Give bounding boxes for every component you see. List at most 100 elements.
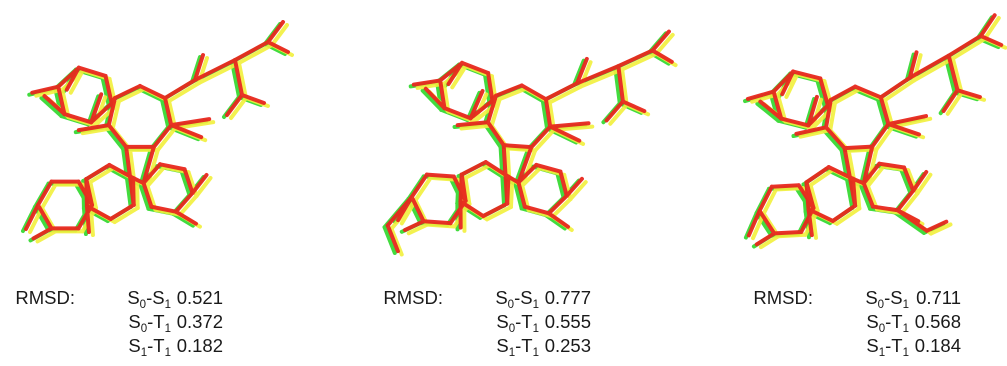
bond-line <box>481 201 510 219</box>
bond-line <box>791 69 823 81</box>
bond-line <box>62 112 94 125</box>
bond-line <box>138 146 153 188</box>
rmsd-row: S1-T1 0.182 <box>0 334 223 359</box>
bond-line <box>458 199 463 230</box>
rmsd-row: RMSD: S0-S1 0.521 <box>0 286 223 311</box>
bond-line <box>546 211 570 229</box>
molecule-structure <box>743 13 1007 250</box>
bond-line <box>650 29 671 53</box>
molecule-overlay-1 <box>21 20 294 244</box>
bond-line <box>40 182 58 210</box>
bond-line <box>882 78 916 103</box>
bond-line <box>233 58 244 97</box>
bond-line <box>141 181 154 209</box>
bond-line <box>804 165 831 185</box>
bond-line <box>654 32 675 56</box>
bond-line <box>36 179 54 207</box>
rmsd-value: 0.372 <box>176 311 223 332</box>
bond-line <box>89 101 114 125</box>
rmsd-value: 0.253 <box>544 335 591 356</box>
bond-line <box>828 84 858 102</box>
bond-line <box>772 230 804 236</box>
bond-line <box>878 75 912 100</box>
bond-line <box>548 124 582 143</box>
bond-line <box>194 175 213 198</box>
bond-line <box>839 148 855 210</box>
bond-line <box>89 92 104 125</box>
bond-line <box>578 67 625 89</box>
bond-line <box>497 86 528 101</box>
bond-line <box>555 171 566 200</box>
bond-line <box>88 166 116 185</box>
bond-line <box>163 96 174 128</box>
bond-line <box>486 71 495 103</box>
state-pair: S0-S1 <box>865 287 909 311</box>
bond-line <box>955 88 982 100</box>
rmsd-value: 0.568 <box>914 311 961 332</box>
bond-line <box>534 162 563 174</box>
bond-line <box>462 202 467 233</box>
bond-line <box>138 84 168 101</box>
rmsd-row: S1-T1 0.253 <box>368 334 591 359</box>
bond-line <box>874 124 895 152</box>
bond-line <box>878 95 891 127</box>
state-pair: S0-T1 <box>128 311 171 335</box>
bond-line <box>543 81 580 102</box>
bond-line <box>899 167 913 195</box>
bond-line <box>806 103 830 128</box>
bond-line <box>485 204 513 222</box>
bond-line <box>761 187 778 216</box>
bond-line <box>459 160 488 177</box>
bond-line <box>35 229 58 244</box>
bond-line <box>494 96 502 106</box>
bond-line <box>810 210 818 240</box>
bond-line <box>108 202 136 221</box>
bond-line <box>616 48 655 69</box>
bond-line <box>402 219 426 233</box>
bond-line <box>808 167 835 188</box>
bond-line <box>522 204 551 216</box>
bond-line <box>88 207 95 238</box>
bond-line <box>945 91 964 116</box>
bond-line <box>892 210 926 235</box>
bond-line <box>31 226 54 241</box>
bond-line <box>529 124 553 150</box>
bond-line <box>620 99 647 114</box>
bond-line <box>982 15 1001 41</box>
bond-line <box>193 58 237 82</box>
bond-line <box>571 58 586 88</box>
bond-line <box>754 231 777 247</box>
bond-line <box>895 188 916 213</box>
bond-line <box>411 78 443 87</box>
bond-line <box>865 147 879 189</box>
bond-line <box>758 99 784 121</box>
bond-line <box>425 222 457 229</box>
bond-line <box>558 169 569 198</box>
rmsd-row: S0-T1 0.555 <box>368 310 591 335</box>
bond-line <box>56 84 67 117</box>
bond-line <box>575 56 589 86</box>
bond-line <box>911 169 929 193</box>
rmsd-label: RMSD: <box>753 287 813 308</box>
bond-line <box>830 203 858 223</box>
bond-line <box>853 84 883 100</box>
bond-line <box>442 106 473 121</box>
bond-line <box>830 100 837 111</box>
bond-line <box>389 226 404 257</box>
bond-line <box>501 143 510 206</box>
molecule-structure <box>21 20 294 244</box>
bond-line <box>804 180 816 210</box>
bond-line <box>76 123 111 133</box>
bond-line <box>907 53 951 80</box>
bond-line <box>173 190 195 214</box>
bond-line <box>834 206 862 226</box>
bond-line <box>60 87 71 120</box>
bond-line <box>266 20 285 44</box>
bond-line <box>550 197 573 219</box>
bond-line <box>423 86 447 111</box>
bond-line <box>446 60 465 87</box>
bond-line <box>163 78 197 101</box>
bond-line <box>875 97 888 129</box>
bond-line <box>907 50 919 80</box>
bond-line <box>818 76 830 108</box>
